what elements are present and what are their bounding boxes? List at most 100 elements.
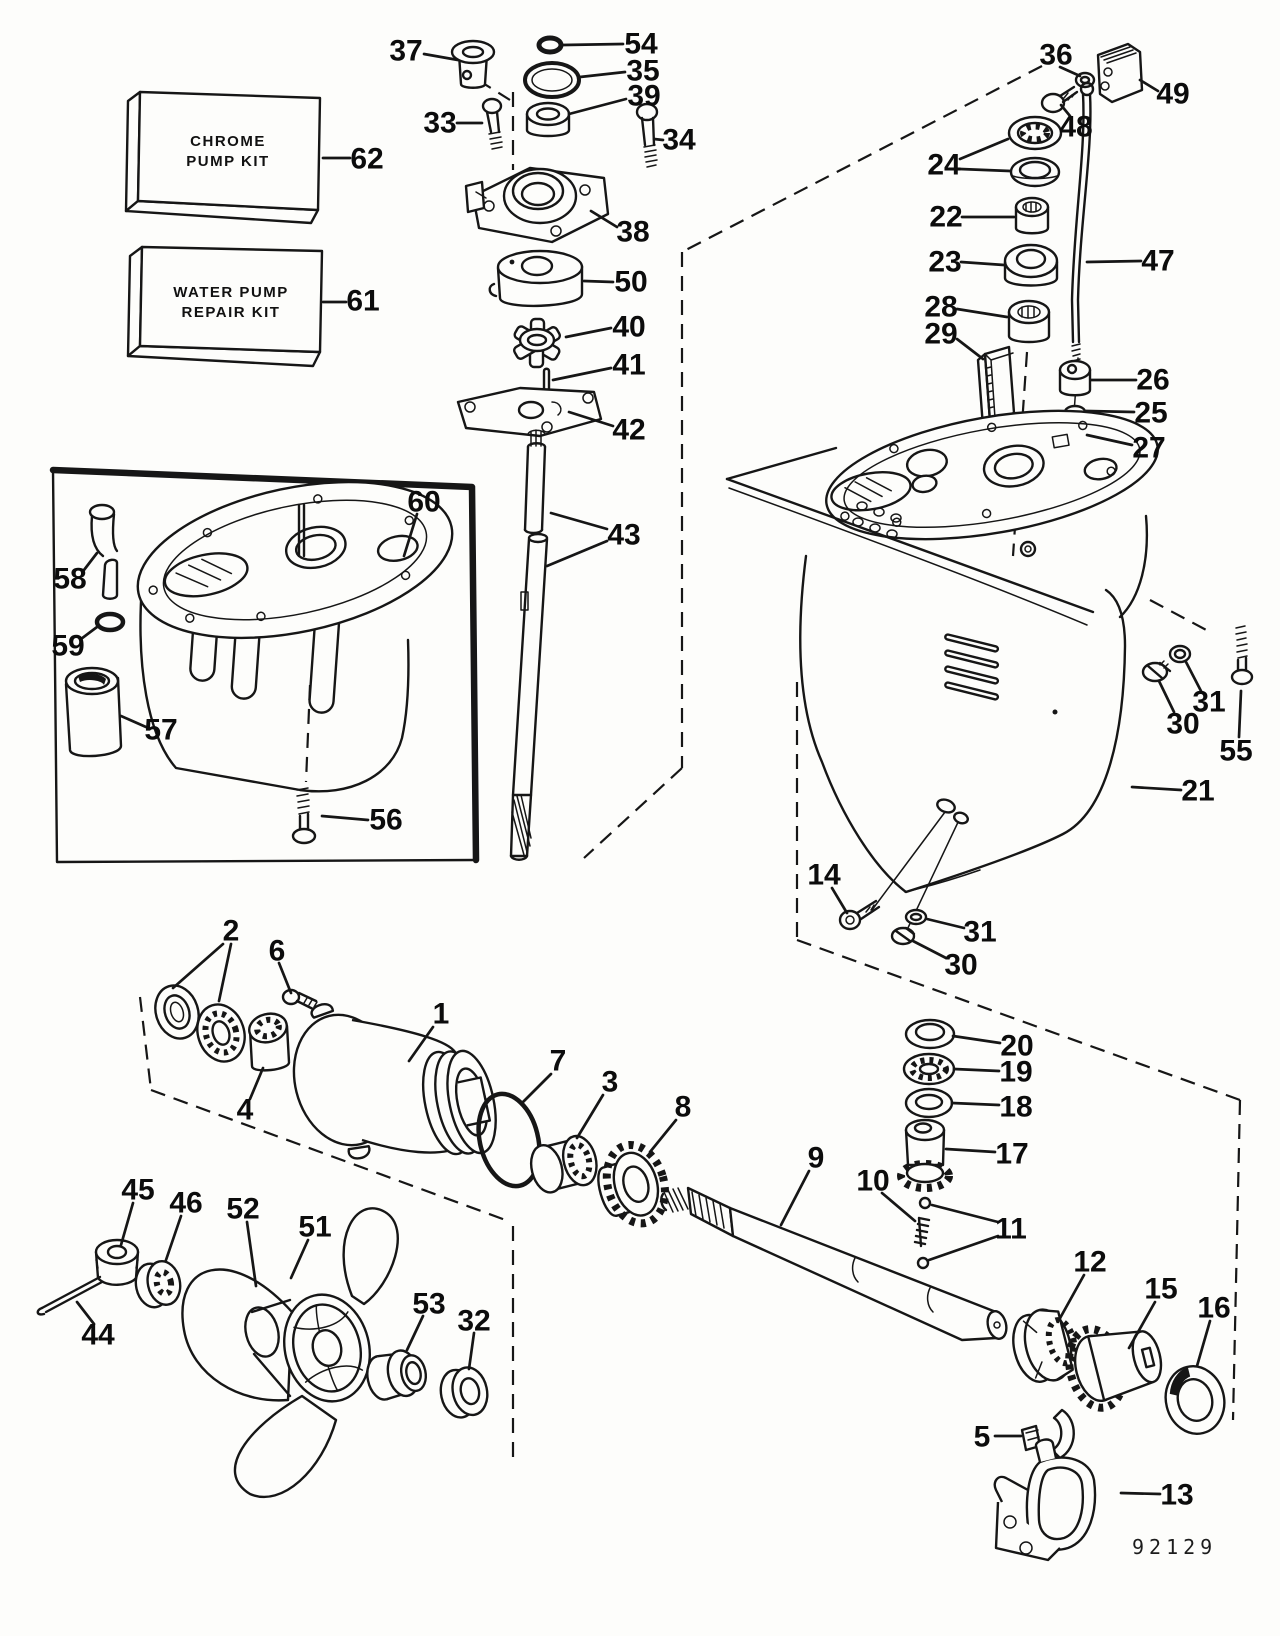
part-39-seal [525, 101, 571, 138]
callout-leader [1195, 1319, 1212, 1368]
construction-dashed-line [796, 938, 1241, 1102]
callout-number-35: 35 [626, 55, 659, 88]
callout-number-55: 55 [1219, 735, 1252, 768]
part-11-detent-balls [916, 1196, 932, 1270]
callout-leader [119, 714, 148, 729]
callout-23: 23 [928, 246, 1006, 279]
callout-33: 33 [423, 107, 484, 140]
callout-leader [217, 942, 233, 1003]
callout-leader [1138, 78, 1160, 93]
callout-number-60: 60 [407, 486, 440, 519]
callout-56: 56 [320, 804, 403, 837]
part-4-bushing [248, 1012, 291, 1072]
construction-dashed-line [1231, 1099, 1242, 1421]
callout-leader [289, 1238, 310, 1280]
callout-leader [551, 366, 613, 382]
part-31-washer-lower [904, 908, 928, 926]
callout-21: 21 [1130, 775, 1215, 808]
part-30-plug-upper [1141, 660, 1172, 683]
callout-leader [880, 1191, 917, 1223]
part-23-bearing [1003, 243, 1059, 287]
callout-8: 8 [648, 1091, 692, 1154]
callout-number-59: 59 [51, 630, 84, 663]
callout-1: 1 [407, 998, 449, 1063]
part-18-washer [904, 1087, 954, 1119]
callout-number-44: 44 [81, 1319, 115, 1352]
callout-leader [407, 1025, 435, 1063]
callout-leader [405, 1314, 425, 1352]
callout-59: 59 [51, 625, 99, 663]
part-34-bolt [635, 102, 659, 168]
callout-number-12: 12 [1073, 1246, 1106, 1279]
part-50-pump-cup [488, 249, 584, 308]
callout-leader [1084, 409, 1136, 414]
callout-leader [582, 279, 615, 284]
callout-19: 19 [952, 1056, 1033, 1089]
part-54-small-o-ring [536, 35, 564, 55]
callout-24: 24 [927, 137, 1012, 182]
callout-12: 12 [1057, 1246, 1107, 1322]
callout-leader [549, 511, 609, 531]
callout-number-23: 23 [928, 246, 961, 279]
callout-leader [75, 1300, 96, 1326]
callout-number-38: 38 [616, 216, 649, 249]
part-55-screw [1230, 625, 1254, 686]
construction-dashed-line [1149, 599, 1211, 633]
callout-leader [467, 1331, 476, 1371]
callout-number-7: 7 [550, 1045, 567, 1078]
callout-leader [955, 307, 1009, 319]
callout-leader [589, 209, 619, 229]
callout-number-20: 20 [1000, 1030, 1033, 1063]
callout-leader [1237, 689, 1243, 739]
callout-number-47: 47 [1141, 245, 1174, 278]
callout-57: 57 [119, 714, 178, 747]
callout-number-41: 41 [612, 349, 645, 382]
callout-number-30: 30 [944, 949, 977, 982]
callout-number-61: 61 [346, 285, 379, 318]
callout-leader [1058, 65, 1082, 78]
callout-number-39: 39 [627, 80, 660, 113]
callout-number-28: 28 [924, 291, 957, 324]
callout-number-57: 57 [144, 714, 177, 747]
callout-leader [1119, 1491, 1162, 1496]
callout-16: 16 [1195, 1292, 1231, 1368]
part-49-anode [1096, 42, 1144, 104]
callout-number-4: 4 [237, 1094, 254, 1127]
part-43-driveshaft [509, 429, 549, 861]
callout-leader [564, 326, 613, 339]
callout-number-54: 54 [624, 28, 658, 61]
callout-number-6: 6 [269, 935, 286, 968]
callout-leader [248, 1066, 265, 1101]
part-14-screw [838, 899, 881, 931]
part-37-grommet [450, 39, 496, 89]
callout-28: 28 [924, 291, 1009, 324]
callout-10: 10 [856, 1165, 917, 1223]
callout-leader [578, 70, 627, 79]
callout-number-9: 9 [808, 1142, 825, 1175]
part-47-shift-rod [1070, 81, 1095, 362]
part-58-water-tube [88, 503, 119, 600]
callout-number-17: 17 [995, 1138, 1028, 1171]
callout-leader [79, 625, 99, 641]
figure-code: 92129 [1132, 1535, 1217, 1559]
callout-number-8: 8 [675, 1091, 692, 1124]
part-24-bearing-and-washer [1007, 115, 1063, 188]
callout-leader [951, 1034, 1002, 1045]
construction-dashed-line [681, 65, 1043, 253]
callout-number-45: 45 [121, 1174, 154, 1207]
callout-leader [958, 167, 1012, 173]
part-26-bushing [1058, 359, 1092, 397]
callout-34: 34 [652, 124, 696, 157]
construction-dashed-line [304, 684, 312, 783]
callout-47: 47 [1085, 245, 1175, 278]
callout-number-25: 25 [1134, 397, 1167, 430]
callout-7: 7 [519, 1045, 567, 1106]
part-36-48-screw-washer [1040, 71, 1096, 114]
callout-leader [648, 1118, 678, 1154]
part-59-o-ring-small [94, 611, 126, 633]
chrome-pump-kit-box: CHROME PUMP KIT [124, 90, 322, 225]
part-6-screw [281, 988, 318, 1011]
callout-leader [1184, 660, 1203, 693]
callout-number-29: 29 [924, 318, 957, 351]
